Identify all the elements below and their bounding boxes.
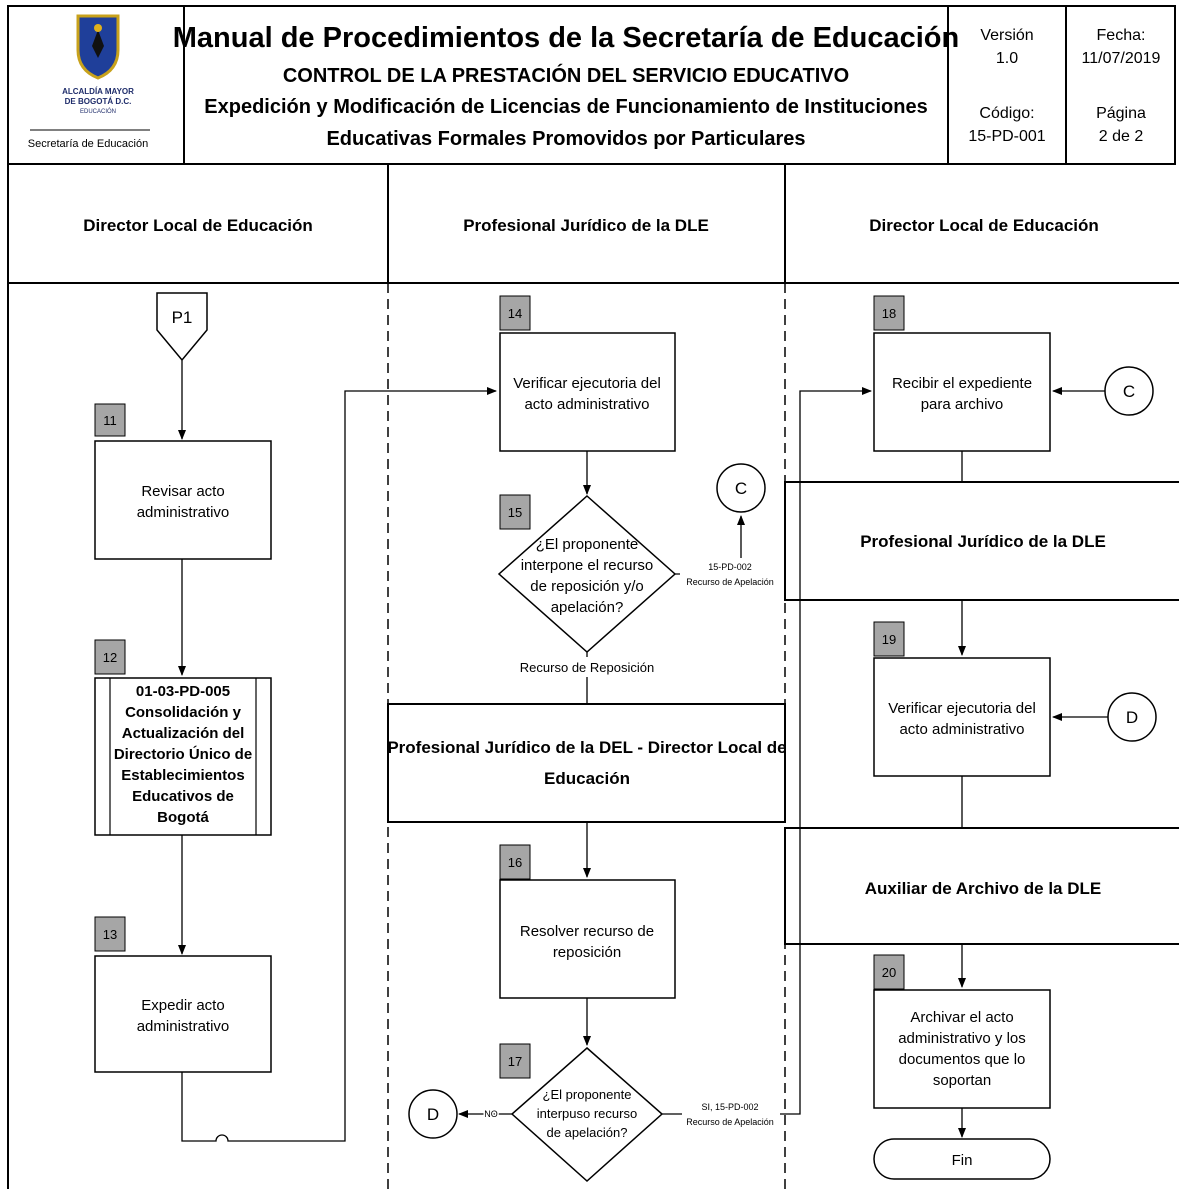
date-label: Fecha: — [1097, 27, 1146, 44]
svg-text:Establecimientos: Establecimientos — [121, 767, 244, 784]
edge-label-si-2: Recurso de Apelación — [686, 1117, 774, 1127]
svg-text:soportan: soportan — [933, 1072, 991, 1089]
edge-label-no: NO — [484, 1109, 498, 1119]
terminator-fin: Fin — [873, 1138, 1051, 1180]
svg-text:C: C — [735, 479, 747, 498]
svg-text:Directorio Único de: Directorio Único de — [114, 745, 252, 763]
page-value: 2 de 2 — [1099, 128, 1144, 145]
step-20: 20 Archivar el acto administrativo y los… — [873, 954, 1051, 1109]
step-14: 14 Verificar ejecutoria del acto adminis… — [499, 295, 676, 452]
connector-d-out: D — [408, 1089, 458, 1139]
svg-text:Recibir el expediente: Recibir el expediente — [892, 375, 1032, 392]
header: ALCALDÍA MAYOR DE BOGOTÁ D.C. EDUCACIÓN … — [7, 5, 1176, 165]
manual-subtitle: CONTROL DE LA PRESTACIÓN DEL SERVICIO ED… — [283, 63, 849, 87]
svg-text:Resolver recurso de: Resolver recurso de — [520, 923, 654, 940]
edge-label-recurso-reposicion: Recurso de Reposición — [520, 660, 654, 675]
svg-text:14: 14 — [508, 306, 522, 321]
step-11: 11 Revisar acto administrativo — [94, 403, 272, 560]
svg-text:de reposición y/o: de reposición y/o — [530, 578, 643, 595]
svg-text:acto administrativo: acto administrativo — [899, 721, 1024, 738]
lane-director-local-2: Director Local de Educación — [869, 216, 1099, 235]
svg-text:administrativo: administrativo — [137, 1018, 230, 1035]
logo-caption: Secretaría de Educación — [28, 138, 148, 150]
svg-text:17: 17 — [508, 1054, 522, 1069]
date-value: 11/07/2019 — [1082, 50, 1161, 67]
svg-text:Actualización del: Actualización del — [122, 725, 245, 742]
sub-lane-label-line2: Educación — [544, 769, 630, 788]
logo-line3: EDUCACIÓN — [80, 108, 116, 115]
step-18: 18 Recibir el expediente para archivo — [873, 295, 1051, 452]
version-label: Versión — [980, 27, 1033, 44]
page-label: Página — [1096, 105, 1146, 122]
svg-text:12: 12 — [103, 650, 117, 665]
svg-text:13: 13 — [103, 927, 117, 942]
svg-text:Fin: Fin — [952, 1152, 973, 1169]
sub-lane-auxiliar-archivo: Auxiliar de Archivo de la DLE — [784, 827, 1179, 945]
svg-text:¿El proponente: ¿El proponente — [543, 1087, 632, 1102]
svg-text:documentos que lo: documentos que lo — [899, 1051, 1026, 1068]
sub-lane-profesional-juridico: Profesional Jurídico de la DLE — [784, 481, 1179, 601]
edge-label-15-right-1: 15-PD-002 — [708, 562, 752, 572]
svg-text:P1: P1 — [172, 308, 193, 327]
connector-p1: P1 — [156, 292, 208, 362]
svg-text:Revisar acto: Revisar acto — [141, 483, 224, 500]
svg-text:D: D — [1126, 708, 1138, 727]
bogota-logo: ALCALDÍA MAYOR DE BOGOTÁ D.C. EDUCACIÓN … — [28, 14, 150, 150]
sub-lane-profesional-director: Profesional Jurídico de la DEL - Directo… — [387, 703, 787, 823]
edge-label-si-1: SI, 15-PD-002 — [701, 1102, 758, 1112]
code-label: Código: — [979, 105, 1034, 122]
svg-text:Expedir acto: Expedir acto — [141, 997, 224, 1014]
svg-text:administrativo: administrativo — [137, 504, 230, 521]
svg-text:reposición: reposición — [553, 944, 621, 961]
manual-title: Manual de Procedimientos de la Secretarí… — [173, 22, 959, 54]
svg-text:20: 20 — [882, 965, 896, 980]
step-19: 19 Verificar ejecutoria del acto adminis… — [873, 621, 1051, 777]
code-value: 15-PD-001 — [968, 128, 1045, 145]
svg-text:19: 19 — [882, 632, 896, 647]
step-12-subprocess: 12 01-03-PD-005 Consolidación y Actualiz… — [94, 639, 272, 836]
svg-text:administrativo y los: administrativo y los — [898, 1030, 1026, 1047]
svg-text:interpone el recurso: interpone el recurso — [521, 557, 654, 574]
svg-text:Verificar ejecutoria del: Verificar ejecutoria del — [888, 700, 1036, 717]
procedure-name-line1: Expedición y Modificación de Licencias d… — [204, 96, 927, 118]
connector-c-in: C — [1104, 366, 1154, 416]
svg-text:acto administrativo: acto administrativo — [524, 396, 649, 413]
lane-profesional-juridico: Profesional Jurídico de la DLE — [463, 216, 709, 235]
svg-text:18: 18 — [882, 306, 896, 321]
svg-text:para archivo: para archivo — [921, 396, 1004, 413]
step-15-decision: 15 ¿El proponente interpone el recurso d… — [497, 494, 677, 654]
logo-line2: DE BOGOTÁ D.C. — [65, 97, 132, 106]
svg-text:Verificar ejecutoria del: Verificar ejecutoria del — [513, 375, 661, 392]
svg-text:¿El proponente: ¿El proponente — [536, 536, 639, 553]
svg-text:Educativos de: Educativos de — [132, 788, 234, 805]
svg-text:Archivar el acto: Archivar el acto — [910, 1009, 1013, 1026]
version-value: 1.0 — [996, 50, 1018, 67]
procedure-name-line2: Educativas Formales Promovidos por Parti… — [326, 128, 805, 150]
svg-text:15: 15 — [508, 505, 522, 520]
step-16: 16 Resolver recurso de reposición — [499, 844, 676, 999]
svg-text:de apelación?: de apelación? — [547, 1125, 628, 1140]
edge-label-15-right-2: Recurso de Apelación — [686, 577, 774, 587]
step-13: 13 Expedir acto administrativo — [94, 916, 272, 1073]
step-17-decision: 17 ¿El proponente interpuso recurso de a… — [499, 1043, 664, 1183]
sub-lane-label: Profesional Jurídico de la DLE — [860, 532, 1106, 551]
sub-lane-label-line1: Profesional Jurídico de la DEL - Directo… — [387, 738, 786, 757]
svg-text:apelación?: apelación? — [551, 599, 624, 616]
connector-d-in: D — [1107, 692, 1157, 742]
svg-text:Bogotá: Bogotá — [157, 809, 209, 826]
svg-text:D: D — [427, 1105, 439, 1124]
connector-c-out: C — [716, 463, 766, 513]
svg-text:11: 11 — [103, 413, 117, 428]
logo-line1: ALCALDÍA MAYOR — [62, 87, 134, 96]
svg-text:Consolidación y: Consolidación y — [125, 704, 242, 721]
lane-headers: Director Local de Educación Profesional … — [7, 164, 1179, 1189]
svg-text:16: 16 — [508, 855, 522, 870]
svg-text:C: C — [1123, 382, 1135, 401]
svg-text:01-03-PD-005: 01-03-PD-005 — [136, 683, 230, 700]
sub-lane-label: Auxiliar de Archivo de la DLE — [865, 879, 1102, 898]
lane-director-local-1: Director Local de Educación — [83, 216, 313, 235]
svg-text:interpuso recurso: interpuso recurso — [537, 1106, 637, 1121]
